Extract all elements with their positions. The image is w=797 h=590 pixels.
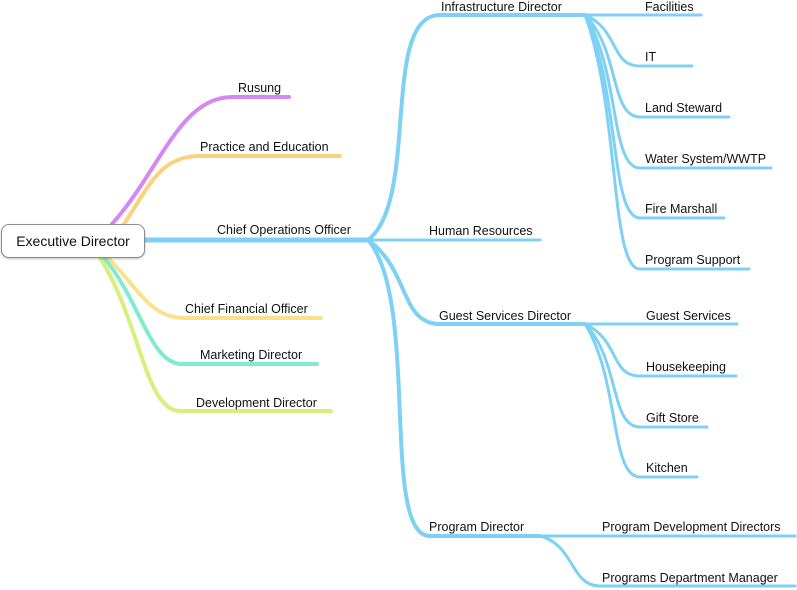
node-fire-marshall[interactable]: Fire Marshall	[645, 202, 718, 216]
node-infrastructure-director[interactable]: Infrastructure Director	[441, 0, 562, 14]
edge-infrastructure	[366, 13, 587, 242]
node-it[interactable]: IT	[645, 50, 657, 64]
node-chief-operations-officer[interactable]: Chief Operations Officer	[217, 223, 351, 237]
node-rusung[interactable]: Rusung	[238, 81, 282, 95]
node-housekeeping[interactable]: Housekeeping	[646, 360, 726, 374]
node-facilities[interactable]: Facilities	[645, 0, 694, 14]
edge-marketing	[102, 256, 319, 366]
edge-fire	[583, 13, 726, 220]
edge-gift	[583, 322, 709, 429]
node-water-system[interactable]: Water System/WWTP	[645, 152, 767, 166]
node-marketing-director[interactable]: Marketing Director	[200, 348, 303, 362]
node-kitchen[interactable]: Kitchen	[646, 461, 688, 475]
root-node-label: Executive Director	[16, 233, 130, 249]
edge-cfo	[106, 256, 323, 320]
root-node-executive-director[interactable]: Executive Director	[1, 224, 145, 258]
edge-it	[583, 13, 694, 68]
edge-program-manager	[538, 534, 797, 588]
node-guest-services-director[interactable]: Guest Services Director	[439, 309, 571, 323]
edge-guest	[366, 238, 587, 326]
node-human-resources[interactable]: Human Resources	[429, 224, 533, 238]
edge-support	[583, 13, 751, 271]
edge-program	[366, 238, 542, 538]
node-chief-financial-officer[interactable]: Chief Financial Officer	[185, 302, 308, 316]
node-land-steward[interactable]: Land Steward	[645, 101, 723, 115]
edge-water	[583, 13, 773, 170]
node-program-director[interactable]: Program Director	[429, 520, 525, 534]
edge-development	[98, 256, 333, 413]
edge-kitchen	[583, 322, 699, 479]
edge-practice	[122, 154, 342, 226]
edge-housekeeping	[583, 322, 738, 378]
edge-land	[583, 13, 731, 119]
edge-rusung	[110, 95, 291, 226]
node-practice-and-education[interactable]: Practice and Education	[200, 140, 329, 154]
node-programs-department-manager[interactable]: Programs Department Manager	[602, 571, 778, 585]
node-gift-store[interactable]: Gift Store	[646, 411, 699, 425]
node-development-director[interactable]: Development Director	[196, 396, 317, 410]
node-guest-services[interactable]: Guest Services	[646, 309, 731, 323]
node-program-support[interactable]: Program Support	[645, 253, 741, 267]
node-program-development-directors[interactable]: Program Development Directors	[602, 520, 781, 534]
